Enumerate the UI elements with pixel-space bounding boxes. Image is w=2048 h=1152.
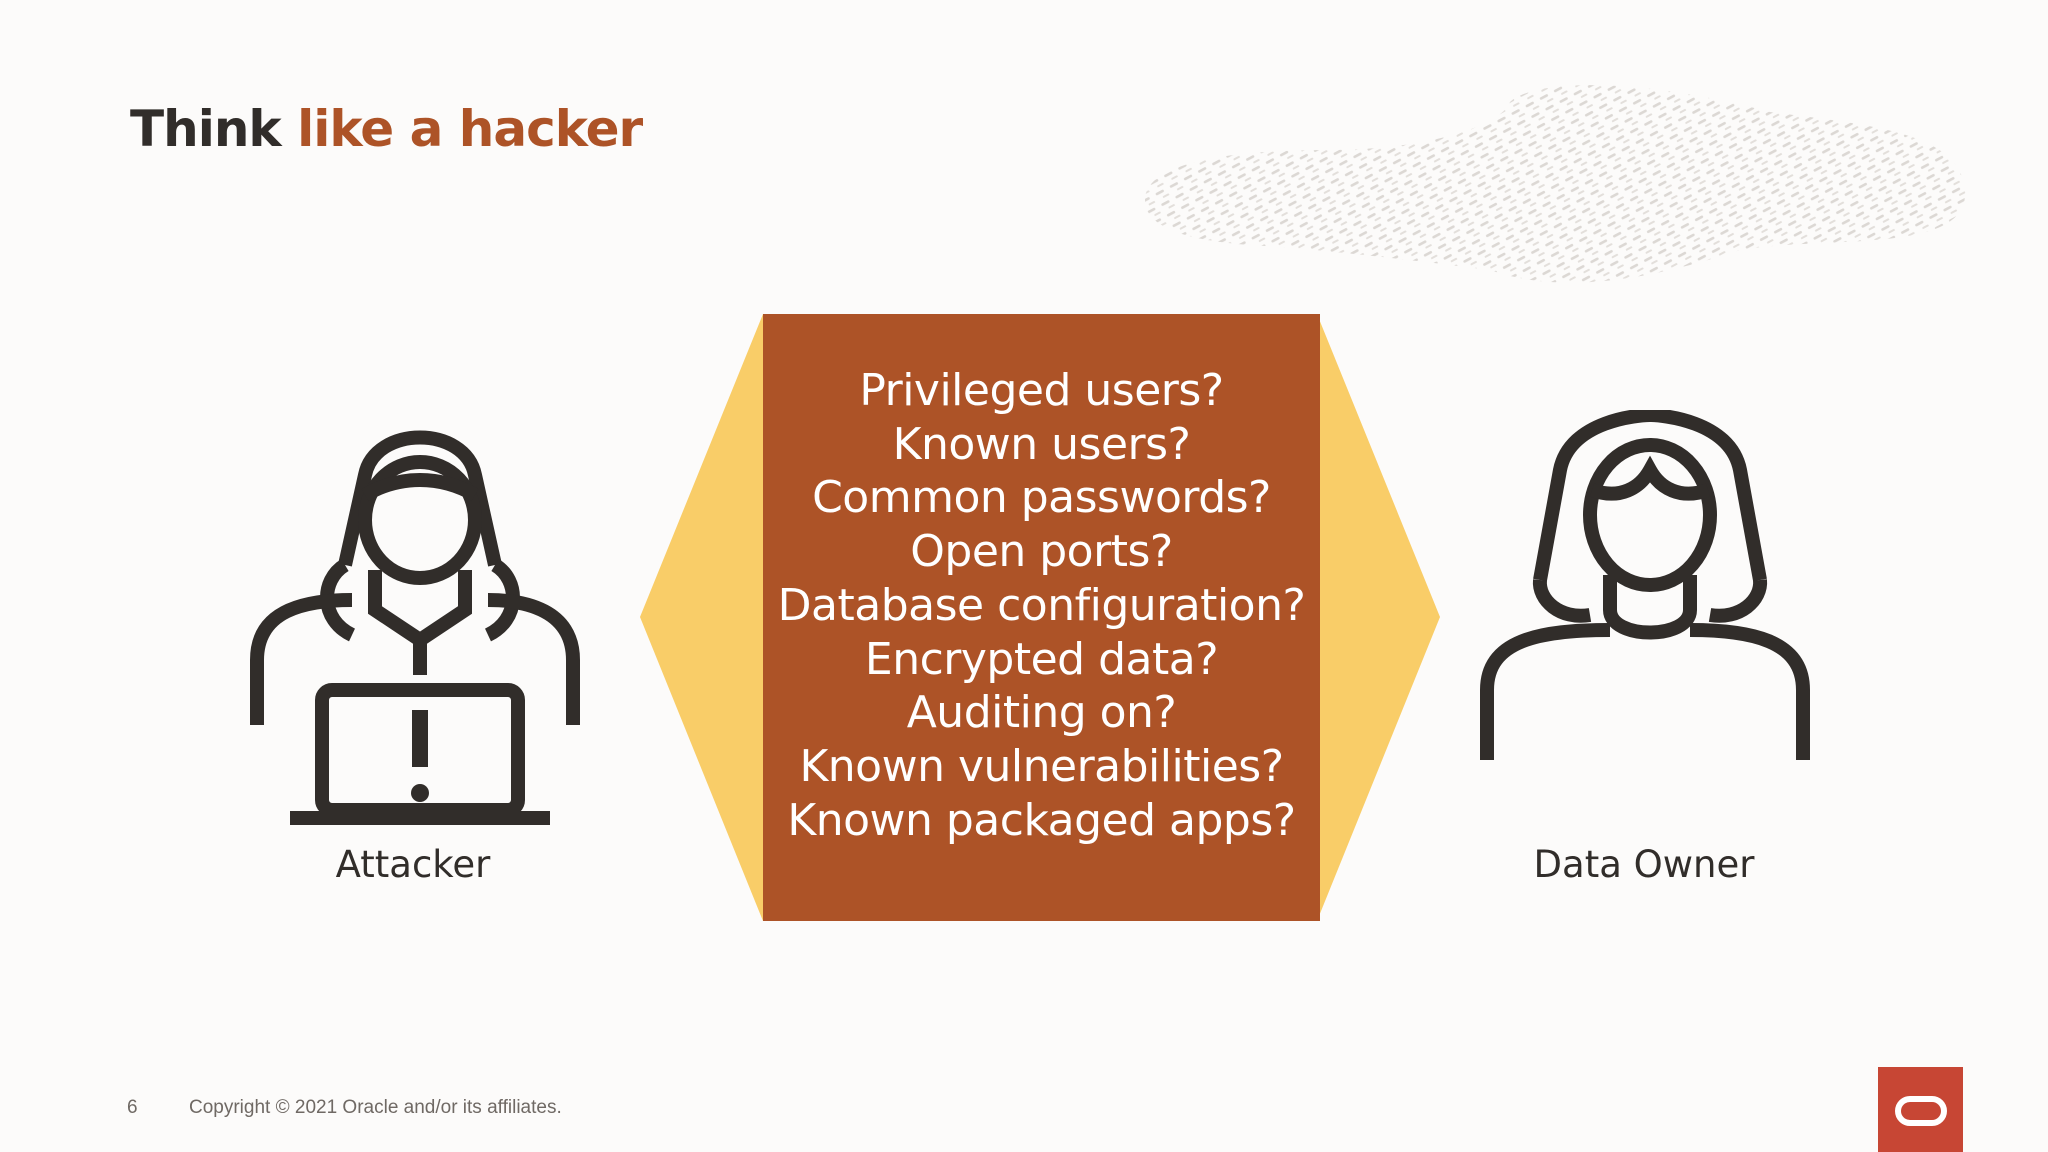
question-item: Database configuration? [777,579,1306,631]
question-item: Known packaged apps? [787,794,1296,846]
oracle-logo [1878,1067,1963,1152]
title-part-accent: like a hacker [297,100,643,158]
question-list: Privileged users? Known users? Common pa… [763,364,1320,847]
decorative-texture-shape [1145,85,1966,283]
question-item: Open ports? [910,526,1173,578]
questions-panel: Privileged users? Known users? Common pa… [763,314,1320,921]
question-item: Auditing on? [906,687,1177,739]
question-item: Privileged users? [859,365,1224,416]
attacker-label: Attacker [335,843,491,886]
question-item: Encrypted data? [864,633,1219,685]
title-part-dark: Think [130,100,298,158]
copyright-text: Copyright © 2021 Oracle and/or its affil… [189,1097,562,1118]
question-item: Known users? [892,418,1191,470]
slide-title: Think like a hacker [130,100,643,158]
oracle-logo-icon [1895,1096,1947,1126]
person-long-hair-icon [1480,410,1810,760]
hooded-hacker-laptop-icon [250,430,580,825]
data-owner-label: Data Owner [1533,843,1755,886]
page-number: 6 [127,1097,138,1118]
question-item: Common passwords? [812,472,1271,524]
question-item: Known vulnerabilities? [799,740,1284,792]
